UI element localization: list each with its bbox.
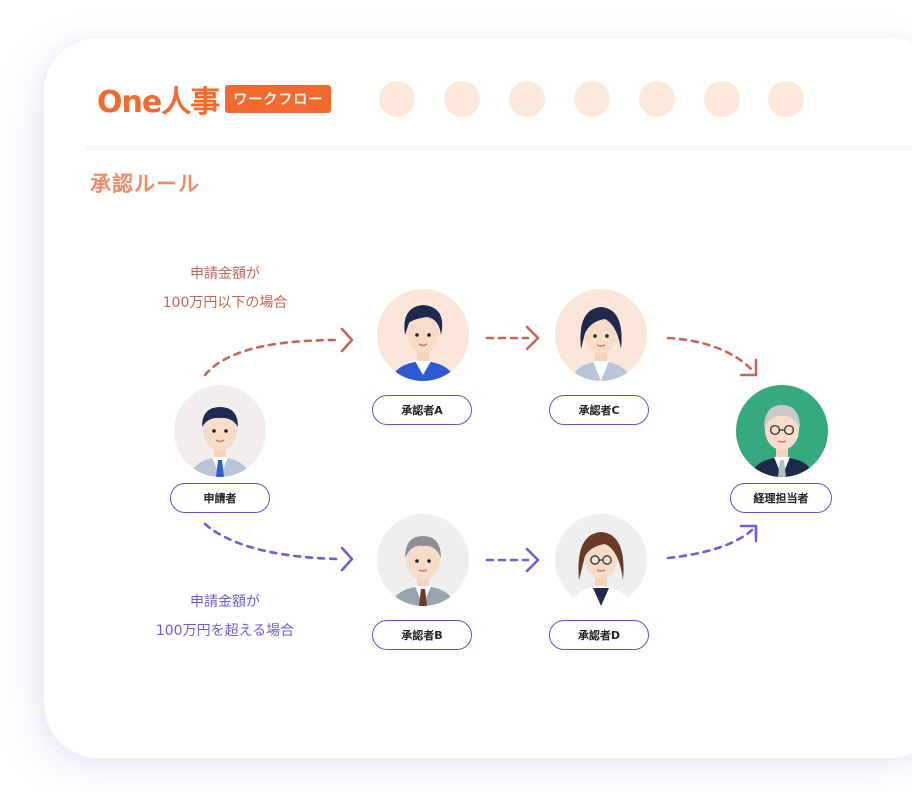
arrow-c-to-accountant xyxy=(666,336,754,372)
approver-b-label: 承認者B xyxy=(372,620,472,650)
approver-d-avatar xyxy=(555,514,647,606)
approver-c-label: 承認者C xyxy=(549,395,649,425)
approver-a-avatar xyxy=(377,289,469,381)
applicant-label: 申請者 xyxy=(170,483,270,513)
condition-high-label: 申請金額が 100万円を超える場合 xyxy=(130,588,320,646)
approver-a-label: 承認者A xyxy=(372,395,472,425)
arrowhead-to-accountant-bottom xyxy=(739,524,758,543)
condition-low-label: 申請金額が 100万円以下の場合 xyxy=(140,260,310,318)
header-dot xyxy=(639,81,675,117)
arrow-applicant-to-b xyxy=(203,522,342,561)
header-dot xyxy=(704,81,740,117)
accountant-avatar xyxy=(736,385,828,477)
arrowhead-to-b xyxy=(340,546,354,572)
header-dot xyxy=(574,81,610,117)
condition-high-line1: 申請金額が xyxy=(190,594,260,610)
header-divider xyxy=(86,145,912,151)
header-dot xyxy=(509,81,545,117)
header-dot xyxy=(379,81,415,117)
approver-d-label: 承認者D xyxy=(549,620,649,650)
arrow-d-to-accountant xyxy=(666,528,754,560)
accountant-label: 経理担当者 xyxy=(730,483,832,513)
condition-low-line2: 100万円以下の場合 xyxy=(162,295,288,311)
approver-b-avatar xyxy=(377,514,469,606)
arrowhead-to-c xyxy=(525,325,540,351)
arrowhead-to-a xyxy=(340,327,354,353)
arrowhead-to-d xyxy=(525,547,540,573)
section-title: 承認ルール xyxy=(90,172,200,196)
header-dot xyxy=(444,81,480,117)
condition-low-line1: 申請金額が xyxy=(190,266,260,282)
header-dot xyxy=(768,81,804,117)
condition-high-line2: 100万円を超える場合 xyxy=(155,623,295,639)
approver-c-avatar xyxy=(555,289,647,381)
brand-logo: One人事 ワークフロー xyxy=(97,80,332,120)
applicant-avatar xyxy=(174,385,266,477)
brand-badge: ワークフロー xyxy=(225,85,332,113)
arrowhead-to-accountant-top xyxy=(739,358,758,377)
arrow-applicant-to-a xyxy=(203,338,342,377)
brand-name: One人事 xyxy=(97,85,220,120)
